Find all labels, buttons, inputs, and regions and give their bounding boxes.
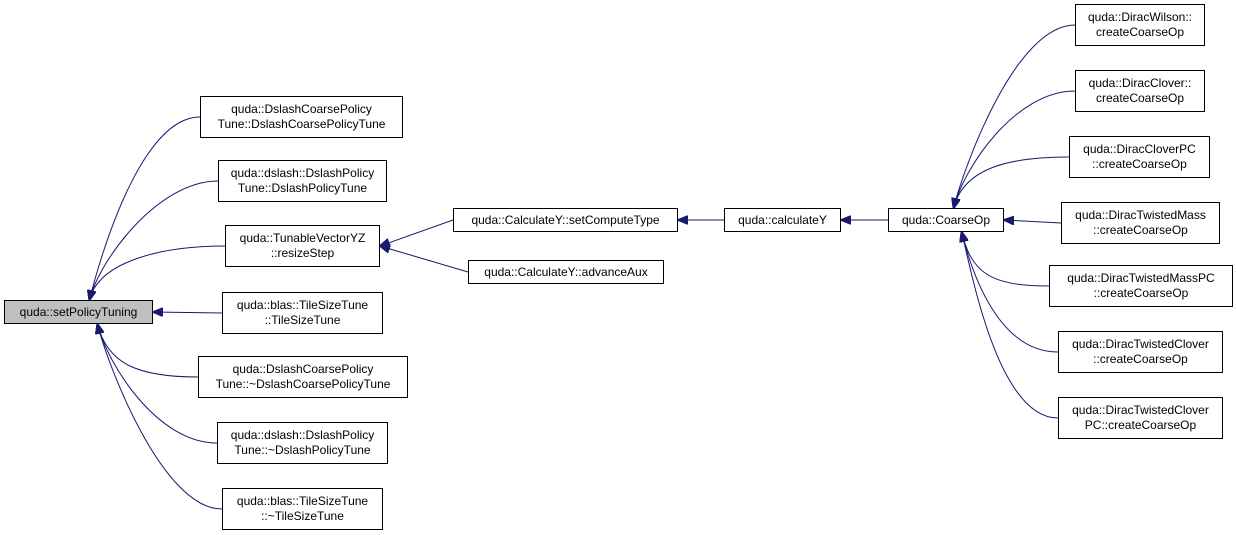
- node-label-line: quda::DiracTwistedClover: [1072, 403, 1209, 417]
- edge-dtm-to-cop: [1004, 220, 1062, 223]
- node-label-line: Tune::DslashPolicyTune: [237, 181, 368, 195]
- node-label-line: quda::CalculateY::advanceAux: [484, 264, 648, 279]
- edge-dpt-to-root: [89, 180, 219, 300]
- node-label-line: quda::DiracClover::: [1088, 76, 1192, 90]
- edge-dtc-to-cop: [962, 232, 1059, 353]
- node-label-line: ::createCoarseOp: [1092, 157, 1187, 171]
- node-label-line: quda::calculateY: [738, 212, 827, 227]
- node-label-line: quda::DiracWilson::: [1087, 10, 1193, 24]
- node-label-line: quda::CalculateY::setComputeType: [471, 212, 660, 227]
- edge-dtmpc-to-cop: [962, 232, 1050, 287]
- edge-aux-to-tvyz: [380, 246, 469, 273]
- node-label-line: Tune::~DslashPolicyTune: [234, 443, 371, 457]
- node-tvyz[interactable]: quda::TunableVectorYZ::resizeStep: [225, 225, 380, 267]
- node-label-line: quda::blas::TileSizeTune: [236, 298, 369, 312]
- node-dc[interactable]: quda::DiracClover::createCoarseOp: [1075, 70, 1205, 112]
- node-sct[interactable]: quda::CalculateY::setComputeType: [453, 208, 678, 232]
- node-label-line: quda::DslashCoarsePolicy: [231, 102, 372, 116]
- node-tst_d[interactable]: quda::blas::TileSizeTune::~TileSizeTune: [222, 488, 383, 530]
- node-dtm[interactable]: quda::DiracTwistedMass::createCoarseOp: [1061, 202, 1220, 244]
- node-label-line: quda::setPolicyTuning: [19, 304, 138, 319]
- node-label-line: quda::DiracTwistedMassPC: [1067, 271, 1215, 285]
- node-label-line: quda::TunableVectorYZ: [239, 231, 366, 245]
- edge-dpt_d-to-root: [97, 324, 218, 444]
- node-dcpc[interactable]: quda::DiracCloverPC::createCoarseOp: [1069, 136, 1210, 178]
- node-dw[interactable]: quda::DiracWilson::createCoarseOp: [1075, 4, 1205, 46]
- node-cy[interactable]: quda::calculateY: [724, 208, 841, 232]
- node-label-line: quda::dslash::DslashPolicy: [230, 166, 375, 180]
- node-label-line: quda::dslash::DslashPolicy: [230, 428, 375, 442]
- node-label-line: ::createCoarseOp: [1093, 352, 1188, 366]
- node-label-line: quda::DslashCoarsePolicy: [232, 362, 374, 376]
- node-label-line: createCoarseOp: [1095, 25, 1185, 39]
- edge-tst_d-to-root: [97, 324, 223, 510]
- node-label-line: Tune::~DslashCoarsePolicyTune: [215, 377, 391, 391]
- edge-dcpc-to-cop: [954, 156, 1070, 208]
- node-aux[interactable]: quda::CalculateY::advanceAux: [468, 260, 664, 284]
- node-root[interactable]: quda::setPolicyTuning: [4, 300, 153, 324]
- edge-tst-to-root: [153, 312, 223, 313]
- node-label-line: createCoarseOp: [1095, 91, 1185, 105]
- node-label-line: quda::blas::TileSizeTune: [236, 494, 369, 508]
- node-cop[interactable]: quda::CoarseOp: [888, 208, 1004, 232]
- node-label-line: Tune::DslashCoarsePolicyTune: [217, 117, 386, 131]
- edge-sct-to-tvyz: [380, 219, 454, 246]
- node-label-line: ::~TileSizeTune: [261, 509, 344, 523]
- edge-dcpt-to-root: [89, 116, 201, 300]
- edge-dw-to-cop: [954, 24, 1076, 208]
- node-label-line: quda::CoarseOp: [901, 212, 991, 227]
- edge-dc-to-cop: [954, 90, 1076, 208]
- node-label-line: ::createCoarseOp: [1093, 223, 1188, 237]
- node-label-line: quda::DiracTwistedMass: [1075, 208, 1206, 222]
- node-dtc[interactable]: quda::DiracTwistedClover::createCoarseOp: [1058, 331, 1223, 373]
- node-label-line: ::TileSizeTune: [264, 313, 341, 327]
- node-label-line: ::resizeStep: [270, 246, 335, 260]
- node-tst[interactable]: quda::blas::TileSizeTune::TileSizeTune: [222, 292, 383, 334]
- node-label-line: quda::DiracTwistedClover: [1072, 337, 1209, 351]
- node-label-line: quda::DiracCloverPC: [1083, 142, 1196, 156]
- node-label-line: ::createCoarseOp: [1093, 286, 1189, 300]
- node-label-line: PC::createCoarseOp: [1084, 418, 1197, 432]
- node-dtmpc[interactable]: quda::DiracTwistedMassPC::createCoarseOp: [1049, 265, 1233, 307]
- edge-dtcpc-to-cop: [962, 232, 1059, 419]
- edge-tvyz-to-root: [89, 245, 226, 300]
